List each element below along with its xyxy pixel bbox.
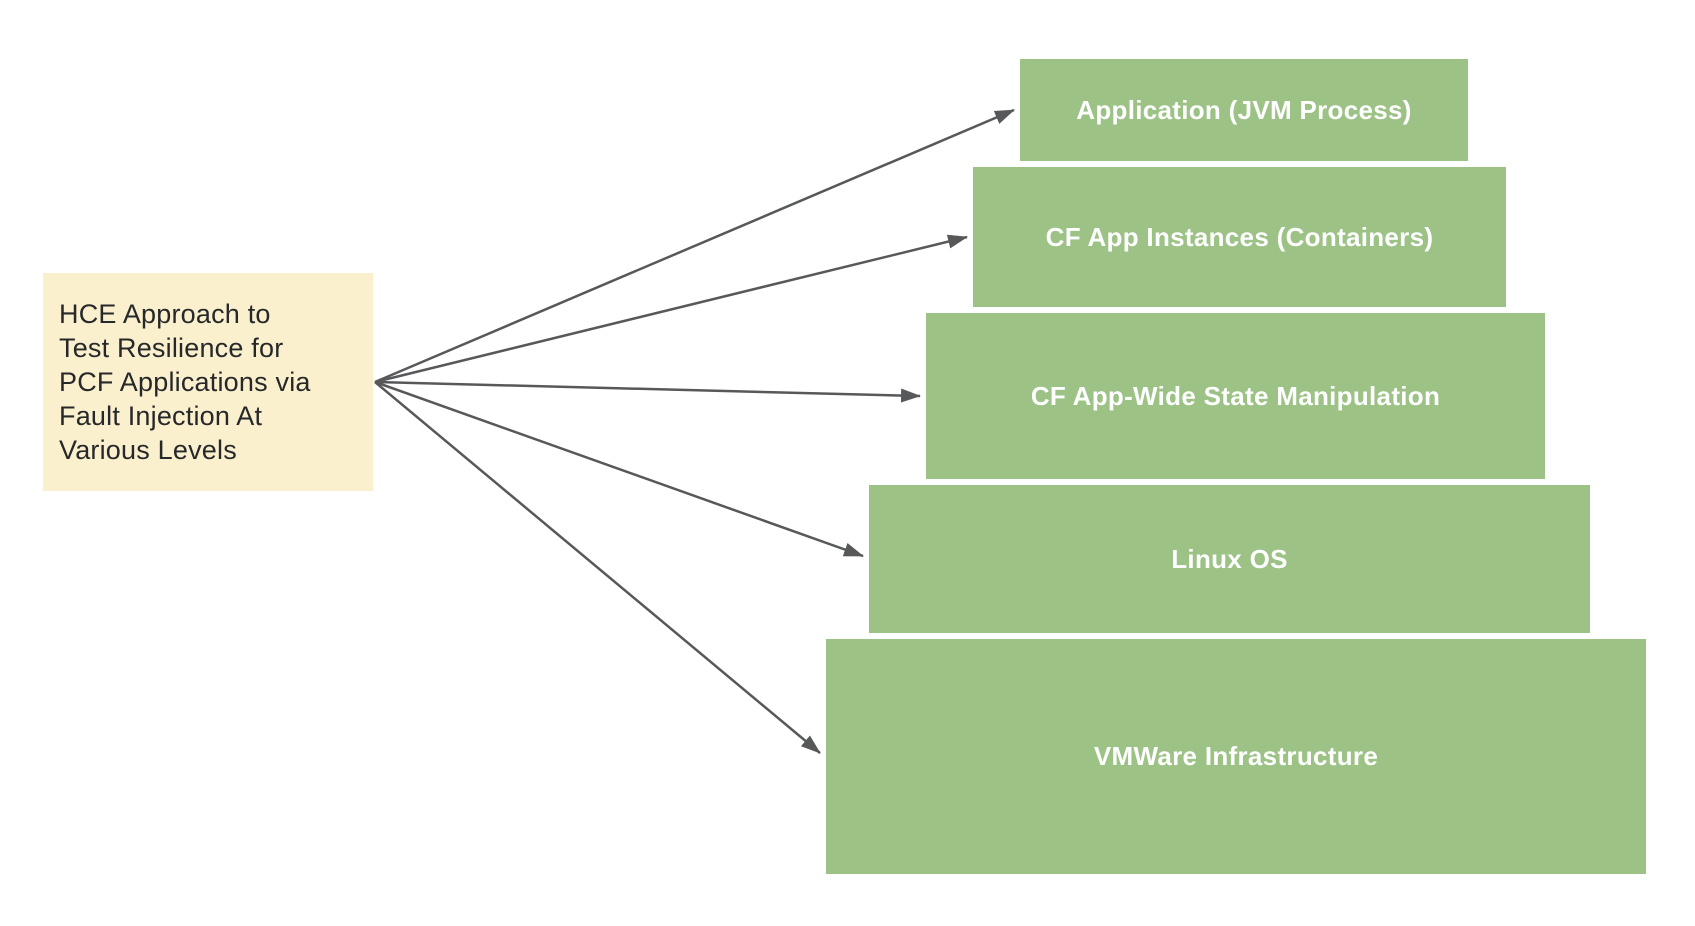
arrow-to-cf-app-instances bbox=[374, 234, 968, 384]
arrow-to-cf-app-wide-state bbox=[374, 380, 921, 403]
source-box: HCE Approach to Test Resilience for PCF … bbox=[43, 273, 373, 491]
level-box-linux-os: Linux OS bbox=[869, 485, 1590, 633]
level-box-cf-app-wide-state: CF App-Wide State Manipulation bbox=[926, 313, 1545, 479]
level-label-cf-app-wide-state: CF App-Wide State Manipulation bbox=[1030, 380, 1441, 411]
level-box-vmware-infra: VMWare Infrastructure bbox=[826, 639, 1646, 874]
level-label-linux-os: Linux OS bbox=[1171, 543, 1288, 574]
level-box-cf-app-instances: CF App Instances (Containers) bbox=[973, 167, 1506, 307]
arrow-to-vmware-infra bbox=[374, 381, 821, 754]
source-text: HCE Approach to Test Resilience for PCF … bbox=[59, 299, 311, 465]
arrow-to-linux-os bbox=[374, 380, 864, 558]
level-label-application: Application (JVM Process) bbox=[1076, 94, 1412, 125]
level-label-vmware-infra: VMWare Infrastructure bbox=[1093, 741, 1379, 771]
level-label-cf-app-instances: CF App Instances (Containers) bbox=[1045, 221, 1434, 252]
arrow-to-application bbox=[374, 108, 1015, 384]
level-box-application: Application (JVM Process) bbox=[1020, 59, 1468, 161]
